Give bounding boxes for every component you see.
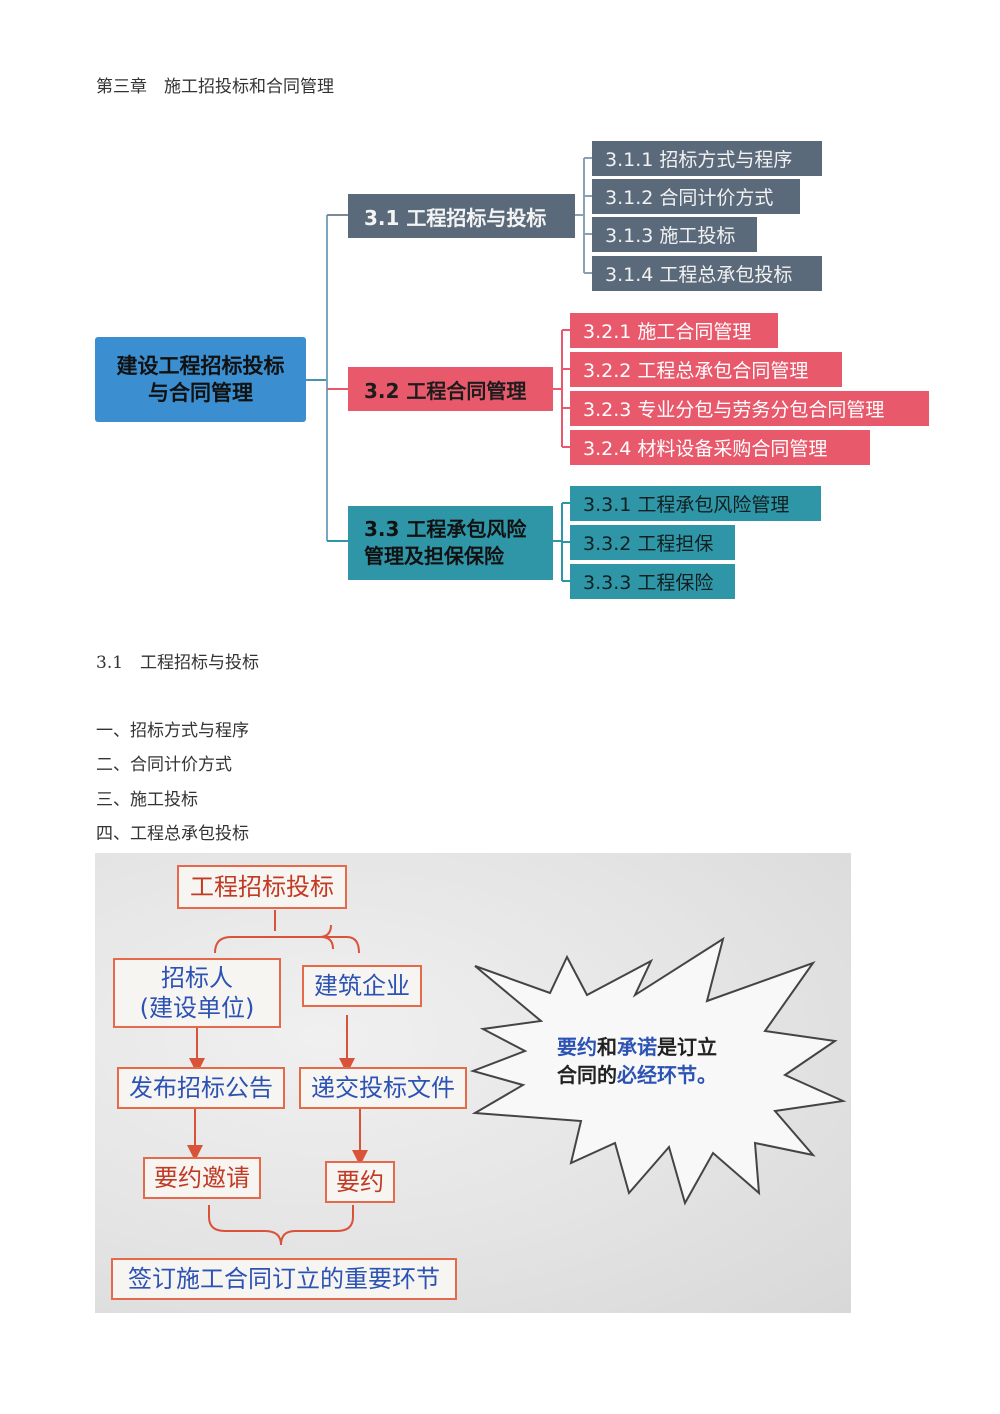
flow-top-box: 工程招标投标 [177, 865, 347, 909]
mindmap-root-line2: 与合同管理 [148, 380, 253, 405]
mindmap-item-3-3-2: 3.3.2 工程担保 [570, 525, 735, 560]
burst-seg: 合同的 [557, 1063, 617, 1087]
mindmap-root: 建设工程招标投标 与合同管理 [95, 337, 306, 422]
burst-seg: 要约 [557, 1035, 597, 1059]
list-item-3: 三、施工投标 [96, 790, 198, 810]
flow-invitation-box: 要约邀请 [143, 1157, 261, 1199]
burst-seg: 是订立 [657, 1035, 717, 1059]
flow-connectors [187, 910, 847, 1246]
flow-offer-box: 要约 [325, 1161, 395, 1203]
burst-seg: 和 [597, 1035, 617, 1059]
list-item-2: 二、合同计价方式 [96, 755, 232, 775]
starburst-shape [469, 936, 847, 1206]
mindmap-item-3-2-3: 3.2.3 专业分包与劳务分包合同管理 [570, 391, 929, 426]
starburst-line2: 合同的必经环节。 [557, 1061, 777, 1089]
mindmap-section-3-2: 3.2 工程合同管理 [348, 367, 553, 411]
starburst-line1: 要约和承诺是订立 [557, 1033, 777, 1061]
mindmap-item-3-1-2: 3.1.2 合同计价方式 [592, 179, 800, 214]
section-heading: 3.1 工程招标与投标 [96, 653, 260, 673]
flow-bidder-box: 招标人 (建设单位) [113, 958, 281, 1028]
mindmap-root-line1: 建设工程招标投标 [116, 353, 285, 378]
flow-bottom-box: 签订施工合同订立的重要环节 [111, 1258, 457, 1300]
bidding-flow-figure: 工程招标投标 招标人 (建设单位) 建筑企业 发布招标公告 递交投标文件 要约邀… [95, 853, 851, 1313]
mindmap-item-3-2-1: 3.2.1 施工合同管理 [570, 313, 778, 348]
mindmap-item-3-1-1: 3.1.1 招标方式与程序 [592, 141, 822, 176]
mindmap-item-3-1-4: 3.1.4 工程总承包投标 [592, 256, 822, 291]
mindmap-section-3-3: 3.3 工程承包风险 管理及担保保险 [348, 506, 553, 580]
mindmap-item-3-3-1: 3.3.1 工程承包风险管理 [570, 486, 821, 521]
flow-bidder-line2: (建设单位) [139, 994, 255, 1022]
flow-announce-box: 发布招标公告 [117, 1067, 285, 1109]
flow-submit-box: 递交投标文件 [299, 1067, 467, 1109]
flow-contractor-box: 建筑企业 [302, 965, 422, 1007]
burst-seg: 承诺 [617, 1035, 657, 1059]
list-item-4: 四、工程总承包投标 [96, 824, 249, 844]
mindmap-item-3-1-3: 3.1.3 施工投标 [592, 217, 757, 252]
list-item-1: 一、招标方式与程序 [96, 721, 249, 741]
mindmap-section-3-1: 3.1 工程招标与投标 [348, 194, 575, 238]
flow-bidder-line1: 招标人 [161, 964, 233, 992]
mindmap-item-3-2-2: 3.2.2 工程总承包合同管理 [570, 352, 842, 387]
burst-seg: 必经环节。 [617, 1063, 717, 1087]
mindmap-connectors [306, 157, 592, 582]
mindmap-item-3-2-4: 3.2.4 材料设备采购合同管理 [570, 430, 870, 465]
chapter-heading: 第三章 施工招投标和合同管理 [96, 77, 334, 97]
mindmap-section-3-3-line1: 3.3 工程承包风险 [364, 517, 527, 541]
mindmap-item-3-3-3: 3.3.3 工程保险 [570, 564, 735, 599]
mindmap-section-3-3-line2: 管理及担保保险 [364, 544, 504, 568]
starburst-text: 要约和承诺是订立 合同的必经环节。 [557, 1033, 777, 1089]
